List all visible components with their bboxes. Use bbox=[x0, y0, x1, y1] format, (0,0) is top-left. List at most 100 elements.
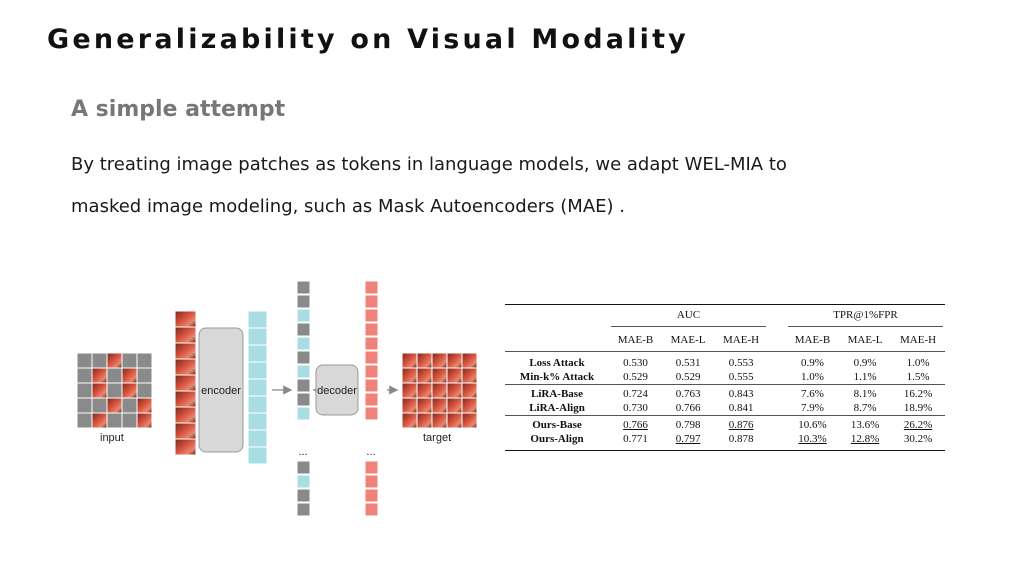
table-cell: 0.555 bbox=[728, 370, 754, 383]
body-paragraph: By treating image patches as tokens in l… bbox=[71, 144, 971, 228]
auc-group-header: AUC bbox=[611, 309, 766, 327]
column-header: MAE-B bbox=[785, 329, 839, 352]
table-cell: 7.9% bbox=[801, 401, 824, 414]
target-patch bbox=[446, 382, 463, 399]
table-cell: 0.529 bbox=[675, 370, 701, 383]
table-cell: 0.9% bbox=[853, 357, 877, 369]
target-patch bbox=[416, 412, 433, 429]
full-token-sequence-column bbox=[296, 280, 311, 517]
column-header: MAE-H bbox=[714, 329, 768, 352]
reconstructed-token bbox=[364, 322, 379, 337]
encoder-block bbox=[198, 327, 244, 453]
table-cell: 0.876 bbox=[714, 415, 768, 433]
target-patch bbox=[416, 367, 433, 384]
target-patch bbox=[416, 397, 433, 414]
image-patch bbox=[106, 382, 123, 399]
target-patch bbox=[461, 367, 478, 384]
table-cell: 8.1% bbox=[838, 384, 892, 402]
visible-patch bbox=[174, 390, 197, 408]
table-cell: 7.6% bbox=[785, 384, 839, 402]
reconstructed-token bbox=[364, 502, 379, 517]
table-row: Loss Attack 0.530 0.531 0.553 0.9% 0.9% … bbox=[505, 352, 945, 371]
table-cell: 18.9% bbox=[903, 401, 933, 414]
visible-patch bbox=[174, 342, 197, 360]
table-cell: 0.766 bbox=[675, 401, 701, 414]
table-cell: 13.6% bbox=[838, 415, 892, 433]
visible-patch bbox=[174, 438, 197, 456]
visible-patch bbox=[174, 358, 197, 376]
reconstructed-token bbox=[364, 336, 379, 351]
method-name: LiRA-Align bbox=[529, 401, 585, 414]
input-image-grid bbox=[76, 352, 153, 429]
image-patch bbox=[121, 412, 138, 429]
target-patch bbox=[401, 412, 418, 429]
target-patch bbox=[431, 397, 448, 414]
table-row: LiRA-Base 0.724 0.763 0.843 7.6% 8.1% 16… bbox=[505, 384, 945, 402]
body-line-2: masked image modeling, such as Mask Auto… bbox=[71, 196, 625, 217]
column-header-row: MAE-B MAE-L MAE-H MAE-B MAE-L MAE-H bbox=[505, 329, 945, 352]
table-row: Ours-Align 0.771 0.797 0.878 10.3% 12.8%… bbox=[505, 433, 945, 451]
mask-token bbox=[296, 350, 311, 365]
encoded-token bbox=[247, 310, 268, 329]
column-header: MAE-L bbox=[662, 329, 715, 352]
mask-token bbox=[296, 392, 311, 407]
table-cell: 12.8% bbox=[850, 432, 880, 445]
image-patch bbox=[136, 352, 153, 369]
encoded-token bbox=[296, 406, 311, 421]
target-patch bbox=[431, 367, 448, 384]
decoder-label: decoder bbox=[317, 385, 357, 397]
table-row: LiRA-Align 0.730 0.766 0.841 7.9% 8.7% 1… bbox=[505, 402, 945, 416]
mask-token bbox=[296, 378, 311, 393]
method-name: Ours-Align bbox=[530, 432, 584, 445]
table-cell: 0.797 bbox=[675, 432, 701, 445]
table-cell: 0.553 bbox=[728, 357, 754, 369]
table-cell: 0.878 bbox=[728, 432, 754, 445]
target-patch bbox=[446, 367, 463, 384]
target-patch bbox=[401, 367, 418, 384]
reconstructed-token bbox=[364, 460, 379, 475]
reconstructed-token bbox=[364, 308, 379, 323]
table-cell: 1.1% bbox=[853, 370, 877, 383]
visible-patch bbox=[174, 374, 197, 392]
mask-token bbox=[296, 294, 311, 309]
decoder-output-column bbox=[364, 280, 379, 517]
column-header: MAE-H bbox=[891, 329, 945, 352]
image-patch bbox=[136, 382, 153, 399]
table-row: Min-k% Attack 0.529 0.529 0.555 1.0% 1.1… bbox=[505, 371, 945, 385]
target-patch bbox=[461, 382, 478, 399]
image-patch bbox=[91, 412, 108, 429]
reconstructed-token bbox=[364, 280, 379, 295]
group-header-row: AUC TPR@1%FPR bbox=[505, 305, 945, 330]
encoded-token bbox=[247, 446, 268, 465]
encoded-token bbox=[247, 344, 268, 363]
target-image-grid bbox=[401, 352, 478, 429]
results-table: AUC TPR@1%FPR MAE-B MAE-L MAE-H MAE-B MA… bbox=[505, 304, 945, 451]
decoder-block bbox=[315, 364, 359, 416]
output-ellipsis: ... bbox=[366, 446, 375, 458]
method-name: Loss Attack bbox=[529, 357, 585, 369]
image-patch bbox=[91, 397, 108, 414]
table-cell: 8.7% bbox=[853, 401, 877, 414]
body-line-1: By treating image patches as tokens in l… bbox=[71, 154, 787, 175]
image-patch bbox=[76, 367, 93, 384]
table-cell: 10.6% bbox=[785, 415, 839, 433]
table-row: Ours-Base 0.766 0.798 0.876 10.6% 13.6% … bbox=[505, 415, 945, 433]
image-patch bbox=[121, 352, 138, 369]
encoded-token bbox=[247, 327, 268, 346]
image-patch bbox=[76, 397, 93, 414]
encoded-token bbox=[247, 395, 268, 414]
table-cell: 0.531 bbox=[675, 357, 701, 369]
input-label: input bbox=[100, 432, 124, 444]
target-patch bbox=[401, 397, 418, 414]
mask-token bbox=[296, 322, 311, 337]
target-patch bbox=[431, 382, 448, 399]
visible-patches-column bbox=[174, 310, 197, 456]
visible-patch bbox=[174, 326, 197, 344]
slide-title: Generalizability on Visual Modality bbox=[47, 24, 689, 55]
table-cell: 10.3% bbox=[798, 432, 827, 445]
image-patch bbox=[76, 382, 93, 399]
table-cell: 16.2% bbox=[891, 384, 945, 402]
target-patch bbox=[446, 412, 463, 429]
visible-patch bbox=[174, 310, 197, 328]
table-cell: 0.771 bbox=[623, 432, 648, 445]
